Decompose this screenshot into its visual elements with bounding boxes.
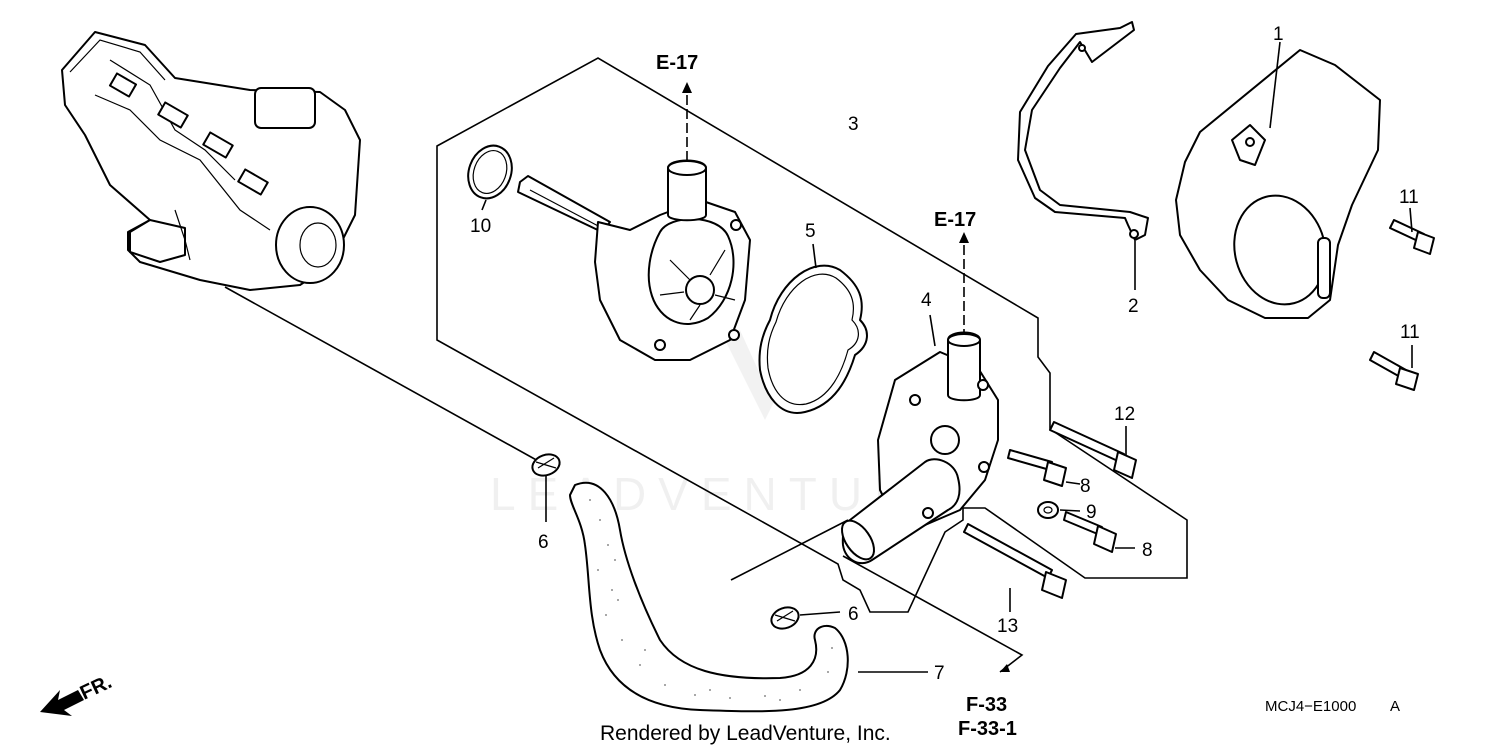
callout-11-upper: 11 [1399, 187, 1419, 208]
e17-mid-arrow [959, 232, 969, 332]
pump-gasket [758, 243, 868, 414]
ref-e17-mid: E-17 [934, 209, 976, 231]
bolt-12 [1049, 421, 1137, 479]
drawing-code: MCJ4−E1000 [1265, 698, 1356, 715]
pump-cover [841, 314, 999, 565]
callout-3: 3 [848, 114, 859, 135]
callout-1: 1 [1273, 24, 1284, 45]
callout-13: 13 [997, 616, 1018, 637]
callout-7: 7 [934, 663, 945, 684]
bolt-11-upper [1389, 207, 1435, 255]
ref-e17-top: E-17 [656, 52, 698, 74]
callouts: 1 2 3 4 5 6 6 7 8 8 9 10 11 11 12 13 [470, 24, 1420, 684]
washer-9 [1037, 501, 1081, 519]
front-direction-arrow: FR. [40, 671, 115, 716]
assembly-outline [436, 57, 1188, 613]
engine-block [61, 31, 361, 291]
callout-9: 9 [1086, 502, 1097, 523]
left-cover [1175, 41, 1381, 319]
callout-11-lower: 11 [1400, 322, 1420, 343]
callout-6-lower: 6 [848, 604, 859, 625]
water-hose [569, 481, 928, 713]
callout-6-upper: 6 [538, 532, 549, 553]
leader-f33 [730, 519, 849, 581]
water-pump [517, 159, 751, 361]
f33-arrowhead [1000, 664, 1010, 672]
drawing-suffix: A [1390, 698, 1400, 715]
callout-10: 10 [470, 216, 491, 237]
hose-clamp-upper [531, 453, 561, 522]
callout-2: 2 [1128, 296, 1139, 317]
ref-f33: F-33 [966, 694, 1007, 716]
cross-references: E-17 E-17 F-33 F-33-1 [656, 52, 1017, 740]
o-ring [467, 144, 513, 211]
callout-8-upper: 8 [1080, 476, 1091, 497]
credit-text: Rendered by LeadVenture, Inc. [600, 722, 891, 745]
leader-engine-clamp [224, 286, 541, 463]
bolt-8-lower [1063, 511, 1135, 553]
hose-clamp-lower [770, 606, 841, 630]
callout-8-lower: 8 [1142, 540, 1153, 561]
bolt-8-upper [1007, 449, 1081, 487]
bolt-11-lower [1369, 345, 1419, 391]
cover-bracket [1017, 21, 1149, 290]
callout-5: 5 [805, 221, 816, 242]
e17-top-arrow [682, 82, 692, 160]
callout-4: 4 [921, 290, 932, 311]
bolt-13 [963, 523, 1067, 612]
callout-12: 12 [1114, 404, 1135, 425]
ref-f33-1: F-33-1 [958, 718, 1017, 740]
leader-pipe-f33 [842, 555, 1024, 673]
